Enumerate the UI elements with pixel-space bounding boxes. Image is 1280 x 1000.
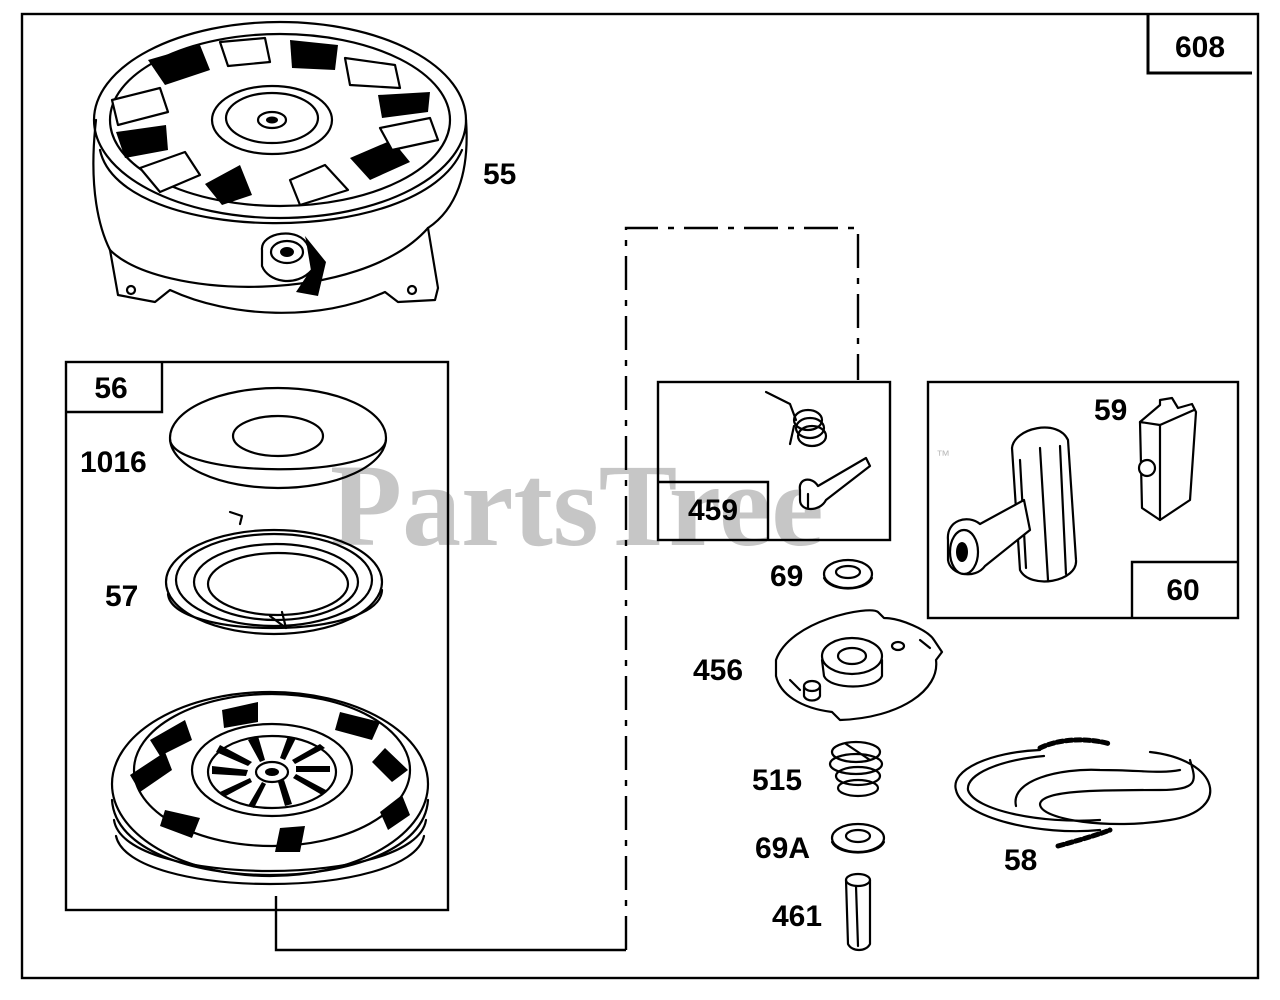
part-spring-515-drawing[interactable] — [828, 740, 884, 798]
part-pin-461-drawing[interactable] — [844, 872, 872, 952]
pulley-assembly-box: 56 — [64, 360, 450, 912]
diagram-frame — [20, 12, 1260, 980]
watermark: PartsTree ™ — [330, 440, 950, 571]
part-handle-drawing[interactable] — [946, 426, 1078, 583]
part-washer-69a-drawing[interactable] — [830, 822, 886, 854]
part-insert-59-drawing[interactable] — [1137, 396, 1198, 522]
pawl-kit-box: 459 — [656, 380, 892, 542]
callout-57: 57 — [105, 580, 138, 613]
callout-55: 55 — [483, 158, 516, 191]
callout-59: 59 — [1094, 394, 1127, 427]
frame-number: 608 — [1175, 31, 1225, 64]
callout-56: 56 — [94, 372, 127, 405]
pawl-kit-parts-drawing[interactable] — [764, 390, 872, 511]
callout-69: 69 — [770, 560, 803, 593]
callout-60: 60 — [1166, 574, 1199, 607]
handle-kit-box: 60 — [926, 380, 1240, 620]
part-cup-69-drawing[interactable] — [822, 558, 874, 590]
watermark-text: PartsTree — [330, 440, 824, 571]
part-rope-58-drawing[interactable] — [954, 737, 1212, 849]
callout-58: 58 — [1004, 844, 1037, 877]
frame-number-box: 608 — [1146, 14, 1252, 75]
part-housing-drawing[interactable] — [92, 20, 468, 314]
assembly-link-line — [274, 226, 860, 952]
callout-459: 459 — [688, 494, 738, 527]
callout-69A: 69A — [755, 832, 810, 865]
callout-1016: 1016 — [80, 446, 147, 479]
callout-515: 515 — [752, 764, 802, 797]
part-pulley-drawing[interactable] — [110, 690, 430, 885]
part-retainer-456-drawing[interactable] — [774, 609, 944, 722]
callout-456: 456 — [693, 654, 743, 687]
part-washer-1016-drawing[interactable] — [168, 386, 388, 490]
part-spring-57-drawing[interactable] — [164, 510, 384, 636]
callout-461: 461 — [772, 900, 822, 933]
watermark-trademark: ™ — [936, 447, 950, 463]
